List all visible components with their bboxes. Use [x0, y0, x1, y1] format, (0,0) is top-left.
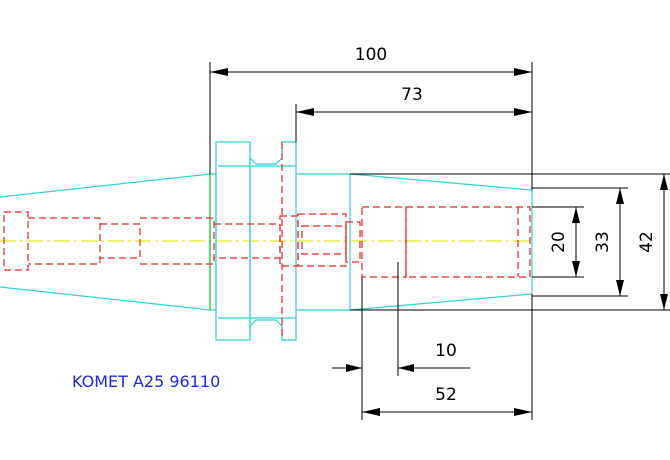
arrow-52-left [362, 408, 380, 416]
arrow-52-right [514, 408, 532, 416]
hidden-bore-main [405, 206, 531, 278]
dim-small-offset: 10 [332, 262, 470, 420]
hidden-bore-1 [28, 217, 101, 265]
dim-label-42: 42 [637, 231, 657, 253]
dim-bore-diameter: 20 [532, 206, 584, 278]
arrow-100-right [514, 68, 532, 76]
hidden-lines [3, 142, 531, 340]
arrow-10-right [398, 364, 414, 372]
dim-label-52: 52 [435, 385, 457, 405]
arrow-20-top [572, 207, 580, 223]
arrow-10-left [346, 364, 362, 372]
dim-label-73: 73 [401, 85, 423, 105]
dim-outer-diameter: 42 [350, 173, 670, 311]
hidden-screw-tip [345, 221, 361, 263]
hidden-bore-front [361, 206, 407, 278]
arrow-100-left [210, 68, 228, 76]
dim-label-20: 20 [549, 231, 569, 253]
dim-label-10: 10 [435, 341, 457, 361]
dim-bore-depth: 52 [362, 294, 533, 420]
arrow-73-right [514, 108, 532, 116]
arrow-42-bottom [660, 294, 668, 310]
holder-outline [0, 141, 533, 341]
dim-total-length: 100 [209, 45, 533, 190]
arrow-33-top [616, 188, 624, 204]
dim-inner-diameter: 33 [532, 187, 628, 297]
model-label: KOMET A25 96110 [72, 372, 220, 391]
hidden-screw-core [301, 225, 347, 255]
flange-groove [249, 141, 297, 341]
dim-label-100: 100 [355, 45, 387, 65]
arrow-73-left [296, 108, 314, 116]
arrow-33-bottom [616, 280, 624, 296]
flange-neck [210, 173, 217, 311]
dim-shank-length: 73 [295, 85, 532, 142]
taper-outline [0, 173, 211, 311]
hidden-screw-body [297, 213, 347, 267]
hidden-bore-3 [140, 217, 215, 265]
dim-label-33: 33 [593, 231, 613, 253]
shank-outline [296, 173, 533, 311]
arrow-42-top [660, 174, 668, 190]
hidden-screw-head [279, 215, 299, 267]
hidden-end-bore [3, 211, 29, 271]
arrow-20-bottom [572, 261, 580, 277]
hidden-bore-2 [100, 223, 141, 259]
